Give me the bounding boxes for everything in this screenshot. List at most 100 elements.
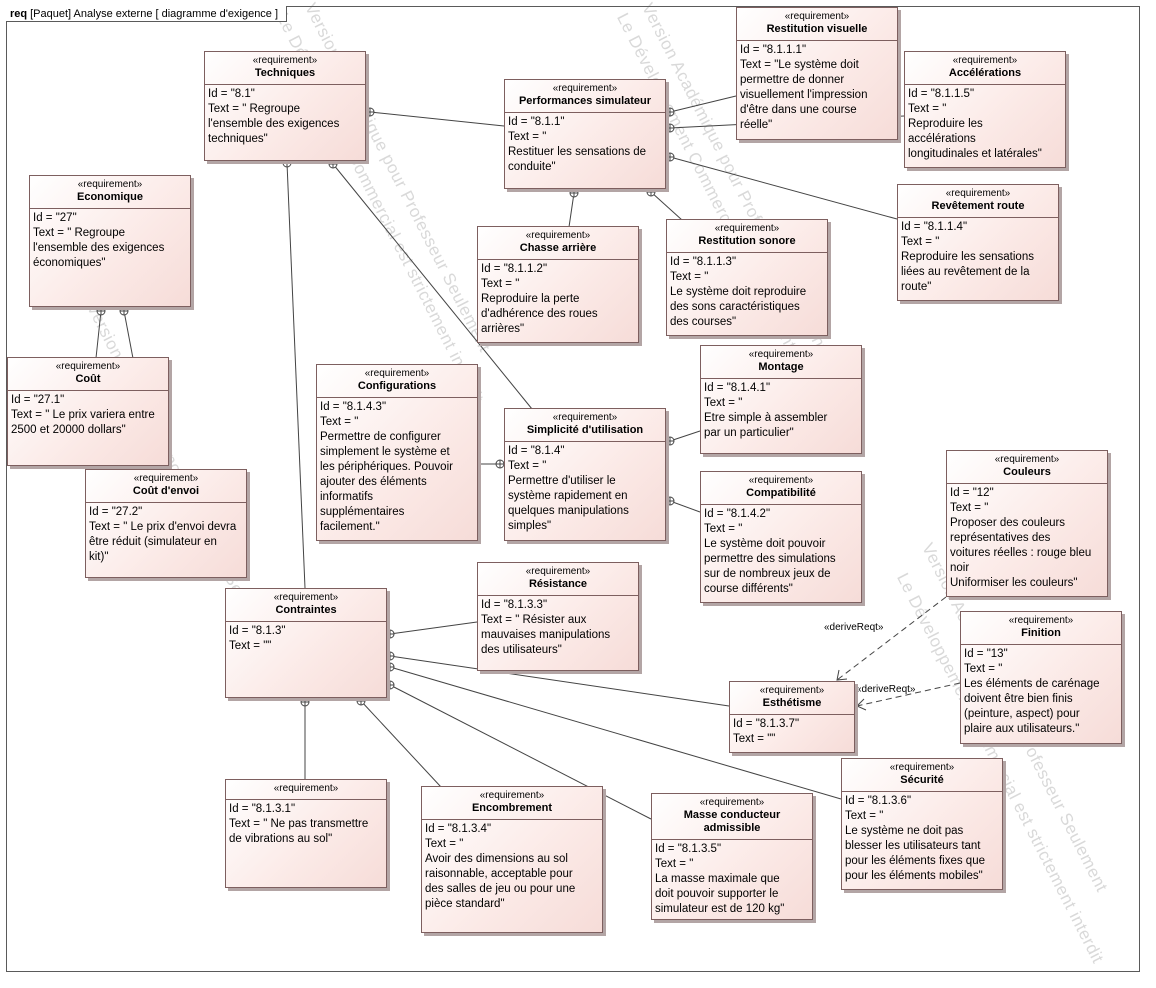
requirement-name: Contraintes <box>275 604 337 616</box>
requirement-text-line: des courses" <box>670 316 737 328</box>
requirement-text-line: liées au revêtement de la <box>901 266 1030 278</box>
requirement-text-line: Reproduire les sensations <box>901 251 1034 263</box>
requirement-text-line: Text = " Le prix variera entre <box>11 409 155 421</box>
requirement-id: Id = "8.1.3.5" <box>655 843 722 855</box>
requirement-text-line: être réduit (simulateur en <box>89 536 217 548</box>
requirement-text-line: 2500 et 20000 dollars" <box>11 424 126 436</box>
requirement-body: Id = "27.2"Text = " Le prix d'envoi devr… <box>86 503 246 567</box>
requirement-text-line: Text = " <box>655 858 694 870</box>
requirement-text-line: Text = " <box>704 523 743 535</box>
requirement-text-line: Text = " <box>908 103 947 115</box>
frame-label: [Paquet] Analyse externe [ diagramme d'e… <box>30 8 279 20</box>
requirement-body: Id = "8.1.4"Text = "Permettre d'utiliser… <box>505 442 665 536</box>
requirement-text-line: les périphériques. Pouvoir <box>320 461 453 473</box>
requirement-text-line: supplémentaires <box>320 506 405 518</box>
stereotype-label: «requirement» <box>273 592 339 603</box>
requirement-body: Id = "8.1.3"Text = "" <box>226 622 386 656</box>
requirement-name: Performances simulateur <box>518 95 652 107</box>
stereotype-label: «requirement» <box>55 361 121 372</box>
requirement-header: «requirement»Economique <box>30 176 190 209</box>
requirement-body: Id = "8.1.4.3"Text = "Permettre de confi… <box>317 398 477 537</box>
requirement-header: «requirement»Contraintes <box>226 589 386 622</box>
requirement-text-line: simplement le système et <box>320 446 450 458</box>
stereotype-label: «requirement» <box>699 797 765 808</box>
requirement-text-line: simples" <box>508 520 552 532</box>
requirement-body: Id = "8.1.3.5"Text = "La masse maximale … <box>652 840 812 919</box>
requirement-text-line: Text = " <box>425 838 464 850</box>
requirement-text-line: Text = " Ne pas transmettre <box>229 818 369 830</box>
requirement-text-line: ajouter des éléments <box>320 476 427 488</box>
requirement-text-line: doivent être bien finis <box>964 693 1073 705</box>
requirement-text-line: de vibrations au sol" <box>229 833 333 845</box>
requirement-id: Id = "8.1.4.2" <box>704 508 771 520</box>
requirement-header: «requirement»Restitution sonore <box>667 220 827 253</box>
requirement-text-line: Text = " <box>964 663 1003 675</box>
requirement-name: Couleurs <box>1003 466 1051 478</box>
requirement-name: Coût d'envoi <box>132 485 200 497</box>
requirement-text-line: Permettre d'utiliser le <box>508 475 616 487</box>
requirement-text-line: Les éléments de carénage <box>964 678 1100 690</box>
requirement-text-line: Le système doit reproduire <box>670 286 807 298</box>
requirement-text-line: d'être dans une course <box>740 104 857 116</box>
stereotype-label: «requirement» <box>889 762 955 773</box>
requirement-body: Id = "8.1.4.2" Text = " Le système doit po… <box>701 505 861 599</box>
requirement-name: Configurations <box>357 380 437 392</box>
requirement-vibrations[interactable]: «requirement»Id = "8.1.3.1"Text = " Ne p… <box>225 779 387 888</box>
stereotype-label: «requirement» <box>552 412 618 423</box>
requirement-text-line: voitures réelles : rouge bleu <box>950 547 1092 559</box>
link-contraintes-masse <box>389 684 652 820</box>
link-simplicite-compatibilite <box>669 500 701 513</box>
requirement-id: Id = "8.1.3.7" <box>733 718 800 730</box>
requirement-body: Id = "8.1.1.3"Text = "Le système doit re… <box>667 253 827 332</box>
link-performances-chasse <box>568 192 575 228</box>
requirement-text-line: raisonnable, acceptable pour <box>425 868 573 880</box>
requirement-text-line: d'adhérence des roues <box>481 308 598 320</box>
requirement-text-line: Text = " <box>901 236 940 248</box>
requirement-name: Finition <box>1021 627 1061 639</box>
requirement-header: «requirement»Revêtement route <box>898 185 1058 218</box>
requirement-header: «requirement»Coût <box>8 358 168 391</box>
requirement-header: «requirement»Restitution visuelle <box>737 8 897 41</box>
requirement-name: Techniques <box>254 67 316 79</box>
requirement-id: Id = "8.1.3.3" <box>481 599 548 611</box>
stereotype-label: «requirement» <box>1008 615 1074 626</box>
stereotype-label: «requirement» <box>714 223 780 234</box>
requirement-text-line: Le système doit pouvoir <box>704 538 826 550</box>
requirement-text-line: l'ensemble des exigences <box>33 242 165 254</box>
requirement-id: Id = "27.2" <box>89 506 143 518</box>
requirement-text-line: des salles de jeu ou pour une <box>425 883 576 895</box>
requirement-body: Id = "8.1.3.1"Text = " Ne pas transmettr… <box>226 800 386 849</box>
requirement-masse-conducteur[interactable]: «requirement»Masse conducteur admissible… <box>651 793 813 920</box>
requirement-cout-envoi[interactable]: «requirement»Coût d'envoi Id = "27.2"Text… <box>85 469 247 578</box>
link-performances-visuelle <box>669 95 737 113</box>
requirement-text-line: Text = " Regroupe <box>33 227 125 239</box>
requirement-body: Id = "8.1.4.1"Text = "Etre simple à asse… <box>701 379 861 443</box>
requirement-header: «requirement»Compatibilité <box>701 472 861 505</box>
requirement-id: Id = "8.1.3" <box>229 625 286 637</box>
requirement-name: Sécurité <box>900 774 944 786</box>
requirement-body: Id = "8.1.1.4"Text = "Reproduire les sen… <box>898 218 1058 297</box>
stereotype-label: «requirement» <box>133 473 199 484</box>
